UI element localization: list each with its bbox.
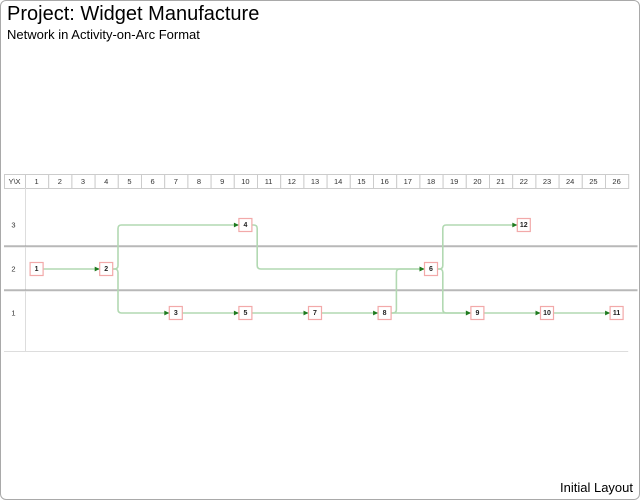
- node-label-10: 10: [543, 310, 551, 317]
- node-label-2: 2: [104, 266, 108, 273]
- network-node-10: [539, 305, 555, 321]
- network-node-12: [516, 217, 531, 233]
- node-label-4: 4: [243, 222, 247, 229]
- footer-label: Initial Layout: [560, 480, 633, 495]
- edge-arrowhead-9-10: [535, 310, 541, 316]
- x-axis-tick-label: 2: [58, 177, 62, 186]
- x-axis-tick-label: 18: [427, 177, 435, 186]
- x-axis-tick-label: 16: [380, 177, 388, 186]
- x-axis-tick-label: 23: [543, 177, 551, 186]
- node-label-6: 6: [429, 266, 433, 273]
- network-node-8: [377, 305, 392, 321]
- x-axis-tick-label: 22: [520, 177, 528, 186]
- network-node-4: [238, 217, 253, 233]
- page-subtitle: Network in Activity-on-Arc Format: [7, 27, 200, 42]
- network-node-7: [307, 305, 323, 321]
- x-axis-tick-label: 13: [311, 177, 319, 186]
- edge-arrowhead-1-2: [94, 266, 100, 272]
- node-label-8: 8: [383, 310, 387, 317]
- edge-arrowhead-5-7: [303, 310, 309, 316]
- network-node-1: [29, 261, 44, 277]
- edge-arrowhead-8-6: [419, 266, 425, 272]
- x-axis-tick-label: 6: [151, 177, 155, 186]
- y-axis-tick-label: 3: [11, 221, 15, 230]
- edge-arrowhead-6-12: [512, 222, 518, 228]
- x-axis-tick-label: 19: [450, 177, 458, 186]
- x-axis-tick-label: 20: [473, 177, 481, 186]
- x-axis-tick-label: 12: [288, 177, 296, 186]
- y-axis-tick-label: 2: [11, 265, 15, 274]
- node-label-1: 1: [35, 266, 39, 273]
- node-label-12: 12: [520, 222, 528, 229]
- network-edge-6-12: [437, 224, 518, 270]
- x-axis-tick-label: 8: [197, 177, 201, 186]
- network-node-11: [609, 305, 624, 321]
- x-axis-tick-label: 10: [241, 177, 249, 186]
- x-axis-tick-label: 9: [220, 177, 224, 186]
- x-axis-tick-label: 21: [496, 177, 504, 186]
- axis-corner-label: Y\X: [8, 177, 20, 186]
- node-label-3: 3: [174, 310, 178, 317]
- node-label-11: 11: [613, 310, 621, 317]
- network-node-2: [99, 261, 114, 277]
- page-title: Project: Widget Manufacture: [7, 3, 260, 25]
- network-node-9: [470, 305, 485, 321]
- node-label-9: 9: [475, 310, 479, 317]
- edge-arrowhead-2-3: [164, 310, 170, 316]
- edge-arrowhead-3-5: [233, 310, 239, 316]
- node-label-5: 5: [243, 310, 247, 317]
- network-node-6: [423, 261, 439, 277]
- x-axis-tick-label: 17: [404, 177, 412, 186]
- x-axis-tick-label: 5: [127, 177, 131, 186]
- x-axis-tick-label: 7: [174, 177, 178, 186]
- x-axis-tick-label: 1: [35, 177, 39, 186]
- network-node-5: [238, 305, 253, 321]
- x-axis-tick-label: 25: [589, 177, 597, 186]
- x-axis-tick-label: 26: [612, 177, 620, 186]
- network-edge-2-3: [112, 268, 170, 314]
- edge-arrowhead-10-11: [605, 310, 611, 316]
- node-label-7: 7: [313, 310, 317, 317]
- x-axis-header-cell: [605, 174, 630, 189]
- x-axis-tick-label: 14: [334, 177, 342, 186]
- edge-arrowhead-7-8: [373, 310, 379, 316]
- y-axis-tick-label: 1: [11, 309, 15, 318]
- x-axis-tick-label: 24: [566, 177, 574, 186]
- edge-arrowhead-6-9: [465, 310, 471, 316]
- edge-arrowhead-2-4: [233, 222, 239, 228]
- network-node-3: [168, 305, 183, 321]
- x-axis-tick-label: 3: [81, 177, 85, 186]
- x-axis-tick-label: 4: [104, 177, 108, 186]
- network-edge-4-6: [251, 224, 425, 270]
- x-axis-tick-label: 11: [265, 177, 273, 186]
- x-axis-tick-label: 15: [357, 177, 365, 186]
